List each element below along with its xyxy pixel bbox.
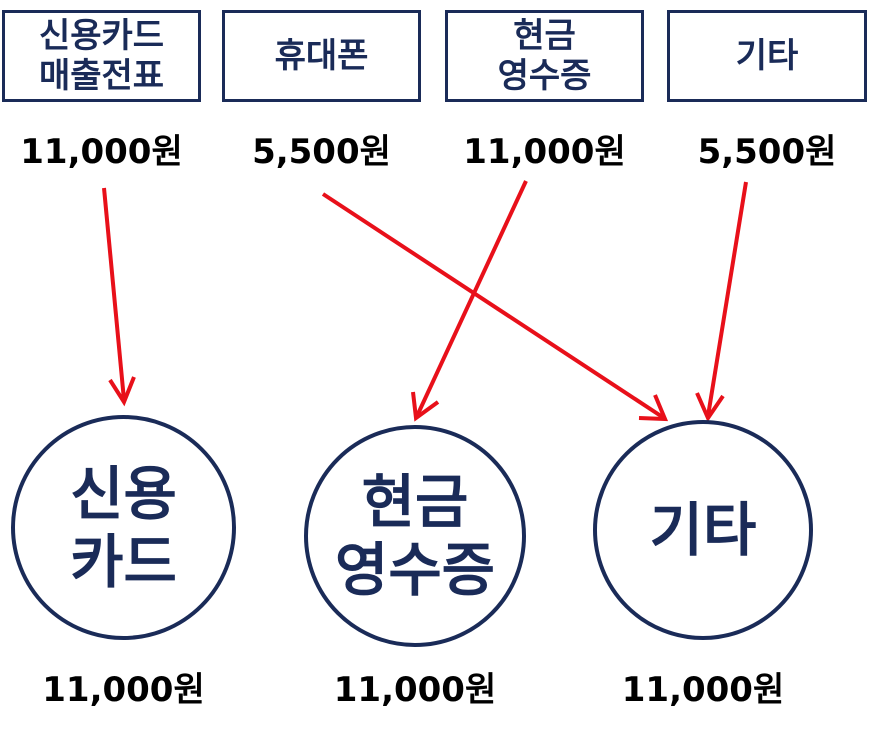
destination-amount-other: 11,000원 (621, 670, 785, 710)
source-amount-credit-card-slip: 11,000원 (20, 132, 183, 172)
arrowhead-cash-receipt (411, 391, 440, 422)
arrow-mobile-to-other (321, 192, 666, 420)
arrow-cash-receipt-to-cash-receipt (415, 180, 528, 417)
source-box-other: 기타 (667, 10, 867, 102)
destination-amount-credit-card: 11,000원 (42, 670, 205, 710)
source-box-mobile-phone: 휴대폰 (222, 10, 421, 102)
source-box-cash-receipt: 현금 영수증 (445, 10, 644, 102)
source-amount-other: 5,500원 (697, 132, 837, 172)
arrowhead-mobile-to-other (638, 394, 669, 422)
source-box-credit-card-slip: 신용카드 매출전표 (2, 10, 201, 102)
arrowhead-credit-card (108, 376, 136, 407)
source-amount-mobile-phone: 5,500원 (252, 132, 391, 172)
arrow-credit-card-to-credit-card (102, 187, 126, 401)
destination-circle-credit-card: 신용 카드 (11, 415, 236, 640)
destination-circle-cash-receipt: 현금 영수증 (304, 425, 526, 647)
destination-amount-cash-receipt: 11,000원 (333, 670, 497, 710)
destination-circle-other: 기타 (593, 420, 813, 640)
arrowhead-other (695, 392, 725, 423)
source-amount-cash-receipt: 11,000원 (463, 132, 626, 172)
arrow-other-to-other (706, 181, 748, 417)
